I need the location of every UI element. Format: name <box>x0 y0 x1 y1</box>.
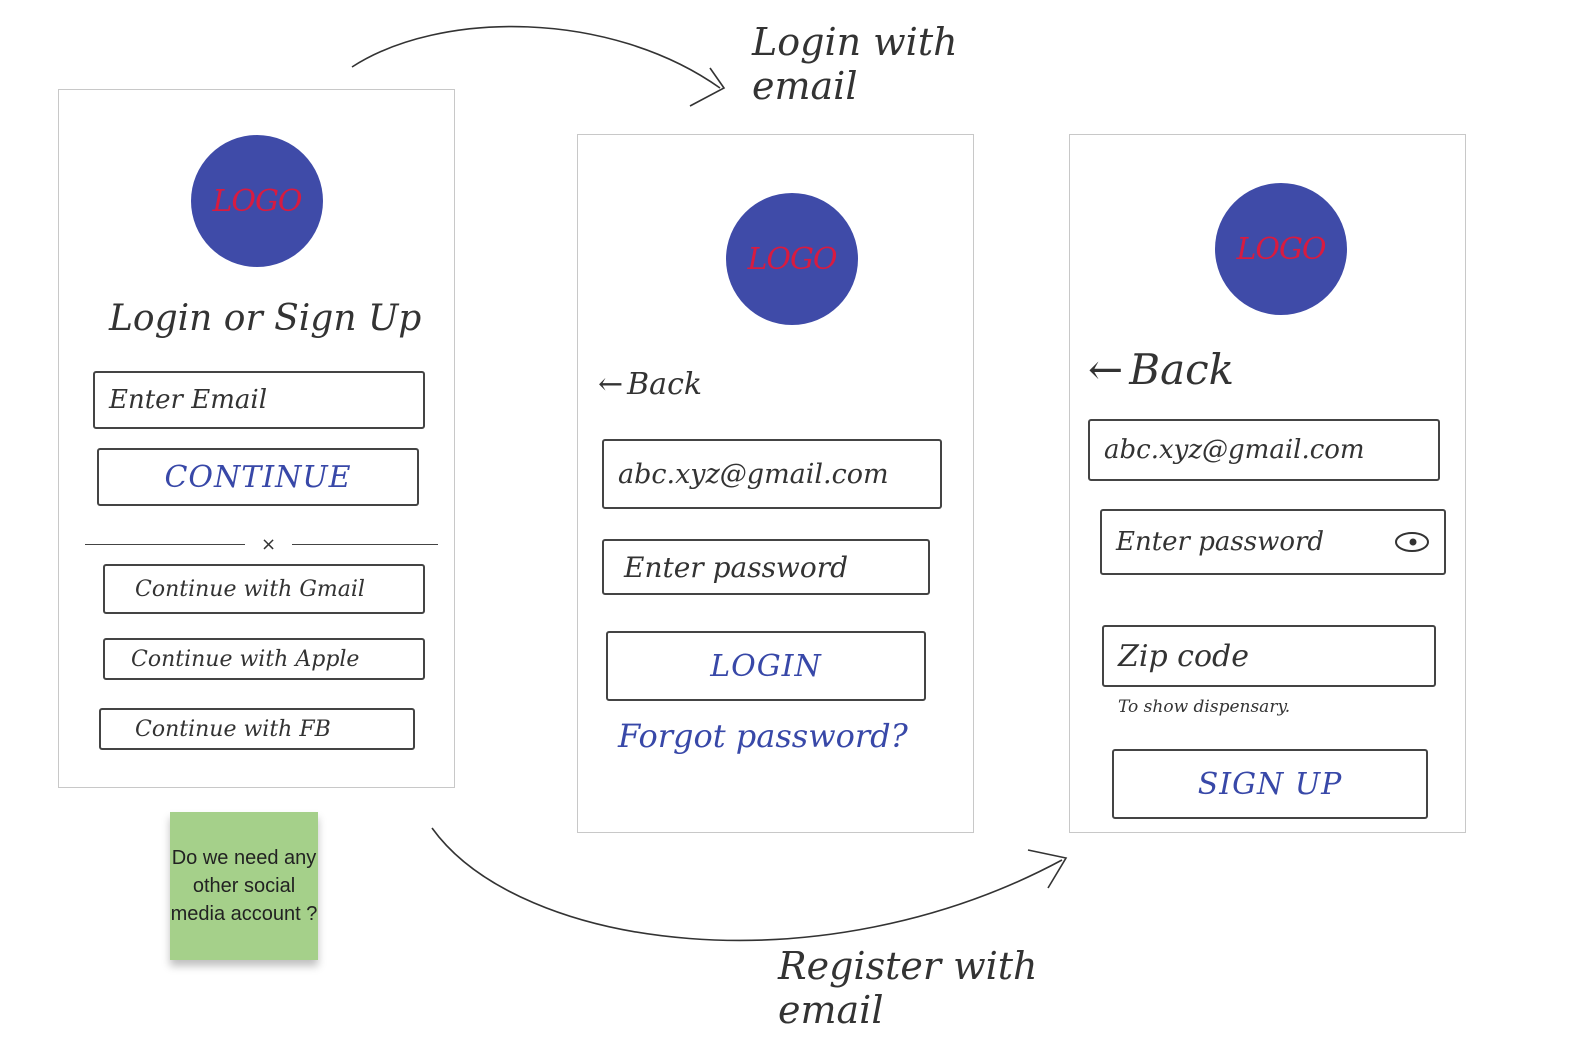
forgot-password-link[interactable]: Forgot password? <box>618 717 908 755</box>
arrow-left-icon: ← <box>1088 345 1124 394</box>
zip-code-placeholder: Zip code <box>1118 638 1250 674</box>
back-label: Back <box>627 367 703 402</box>
email-value: abc.xyz@gmail.com <box>1104 435 1365 465</box>
sign-up-button[interactable]: SIGN UP <box>1112 749 1428 819</box>
logo-icon: LOGO <box>1215 183 1347 315</box>
login-flow-arrowhead <box>689 67 726 107</box>
continue-with-gmail-button[interactable]: Continue with Gmail <box>103 564 425 614</box>
sign-up-label: SIGN UP <box>1197 766 1343 802</box>
register-flow-arrow <box>431 827 1063 942</box>
login-button[interactable]: LOGIN <box>606 631 926 701</box>
eye-icon[interactable] <box>1394 531 1430 553</box>
continue-button[interactable]: CONTINUE <box>97 448 419 506</box>
email-value: abc.xyz@gmail.com <box>618 458 889 490</box>
arrow-left-icon: ← <box>598 367 624 402</box>
email-placeholder: Enter Email <box>109 385 268 415</box>
register-flow-label: Register with email <box>778 944 1038 1032</box>
continue-label: CONTINUE <box>164 459 352 495</box>
zip-code-input[interactable]: Zip code <box>1102 625 1436 687</box>
apple-label: Continue with Apple <box>131 646 360 672</box>
register-screen: LOGO ← Back abc.xyz@gmail.com Enter pass… <box>1069 134 1466 833</box>
login-screen: LOGO ← Back abc.xyz@gmail.com Enter pass… <box>577 134 974 833</box>
logo-text: LOGO <box>747 241 837 277</box>
email-field[interactable]: abc.xyz@gmail.com <box>1088 419 1440 481</box>
or-divider: × <box>85 534 441 555</box>
zip-code-hint: To show dispensary. <box>1118 697 1291 717</box>
logo-icon: LOGO <box>191 135 323 267</box>
email-field[interactable]: abc.xyz@gmail.com <box>602 439 942 509</box>
password-placeholder: Enter password <box>624 550 849 584</box>
fb-label: Continue with FB <box>135 716 331 742</box>
gmail-label: Continue with Gmail <box>135 576 365 602</box>
continue-with-apple-button[interactable]: Continue with Apple <box>103 638 425 680</box>
password-placeholder: Enter password <box>1116 527 1325 557</box>
sticky-note: Do we need any other social media accoun… <box>170 812 318 960</box>
email-input[interactable]: Enter Email <box>93 371 425 429</box>
back-button[interactable]: ← Back <box>598 367 702 402</box>
logo-icon: LOGO <box>726 193 858 325</box>
logo-text: LOGO <box>1236 231 1326 267</box>
password-input[interactable]: Enter password <box>602 539 930 595</box>
sticky-note-text: Do we need any other social media accoun… <box>170 847 318 925</box>
login-label: LOGIN <box>710 648 822 684</box>
register-flow-arrowhead <box>1027 849 1068 889</box>
back-label: Back <box>1129 345 1235 394</box>
divider-mark: × <box>261 534 277 555</box>
page-title: Login or Sign Up <box>109 298 422 339</box>
back-button[interactable]: ← Back <box>1088 345 1234 394</box>
continue-with-fb-button[interactable]: Continue with FB <box>99 708 415 750</box>
logo-text: LOGO <box>212 183 302 219</box>
login-flow-arrow <box>351 25 721 89</box>
password-input[interactable]: Enter password <box>1100 509 1446 575</box>
start-screen: LOGO Login or Sign Up Enter Email CONTIN… <box>58 89 455 788</box>
login-flow-label: Login with email <box>752 20 958 108</box>
